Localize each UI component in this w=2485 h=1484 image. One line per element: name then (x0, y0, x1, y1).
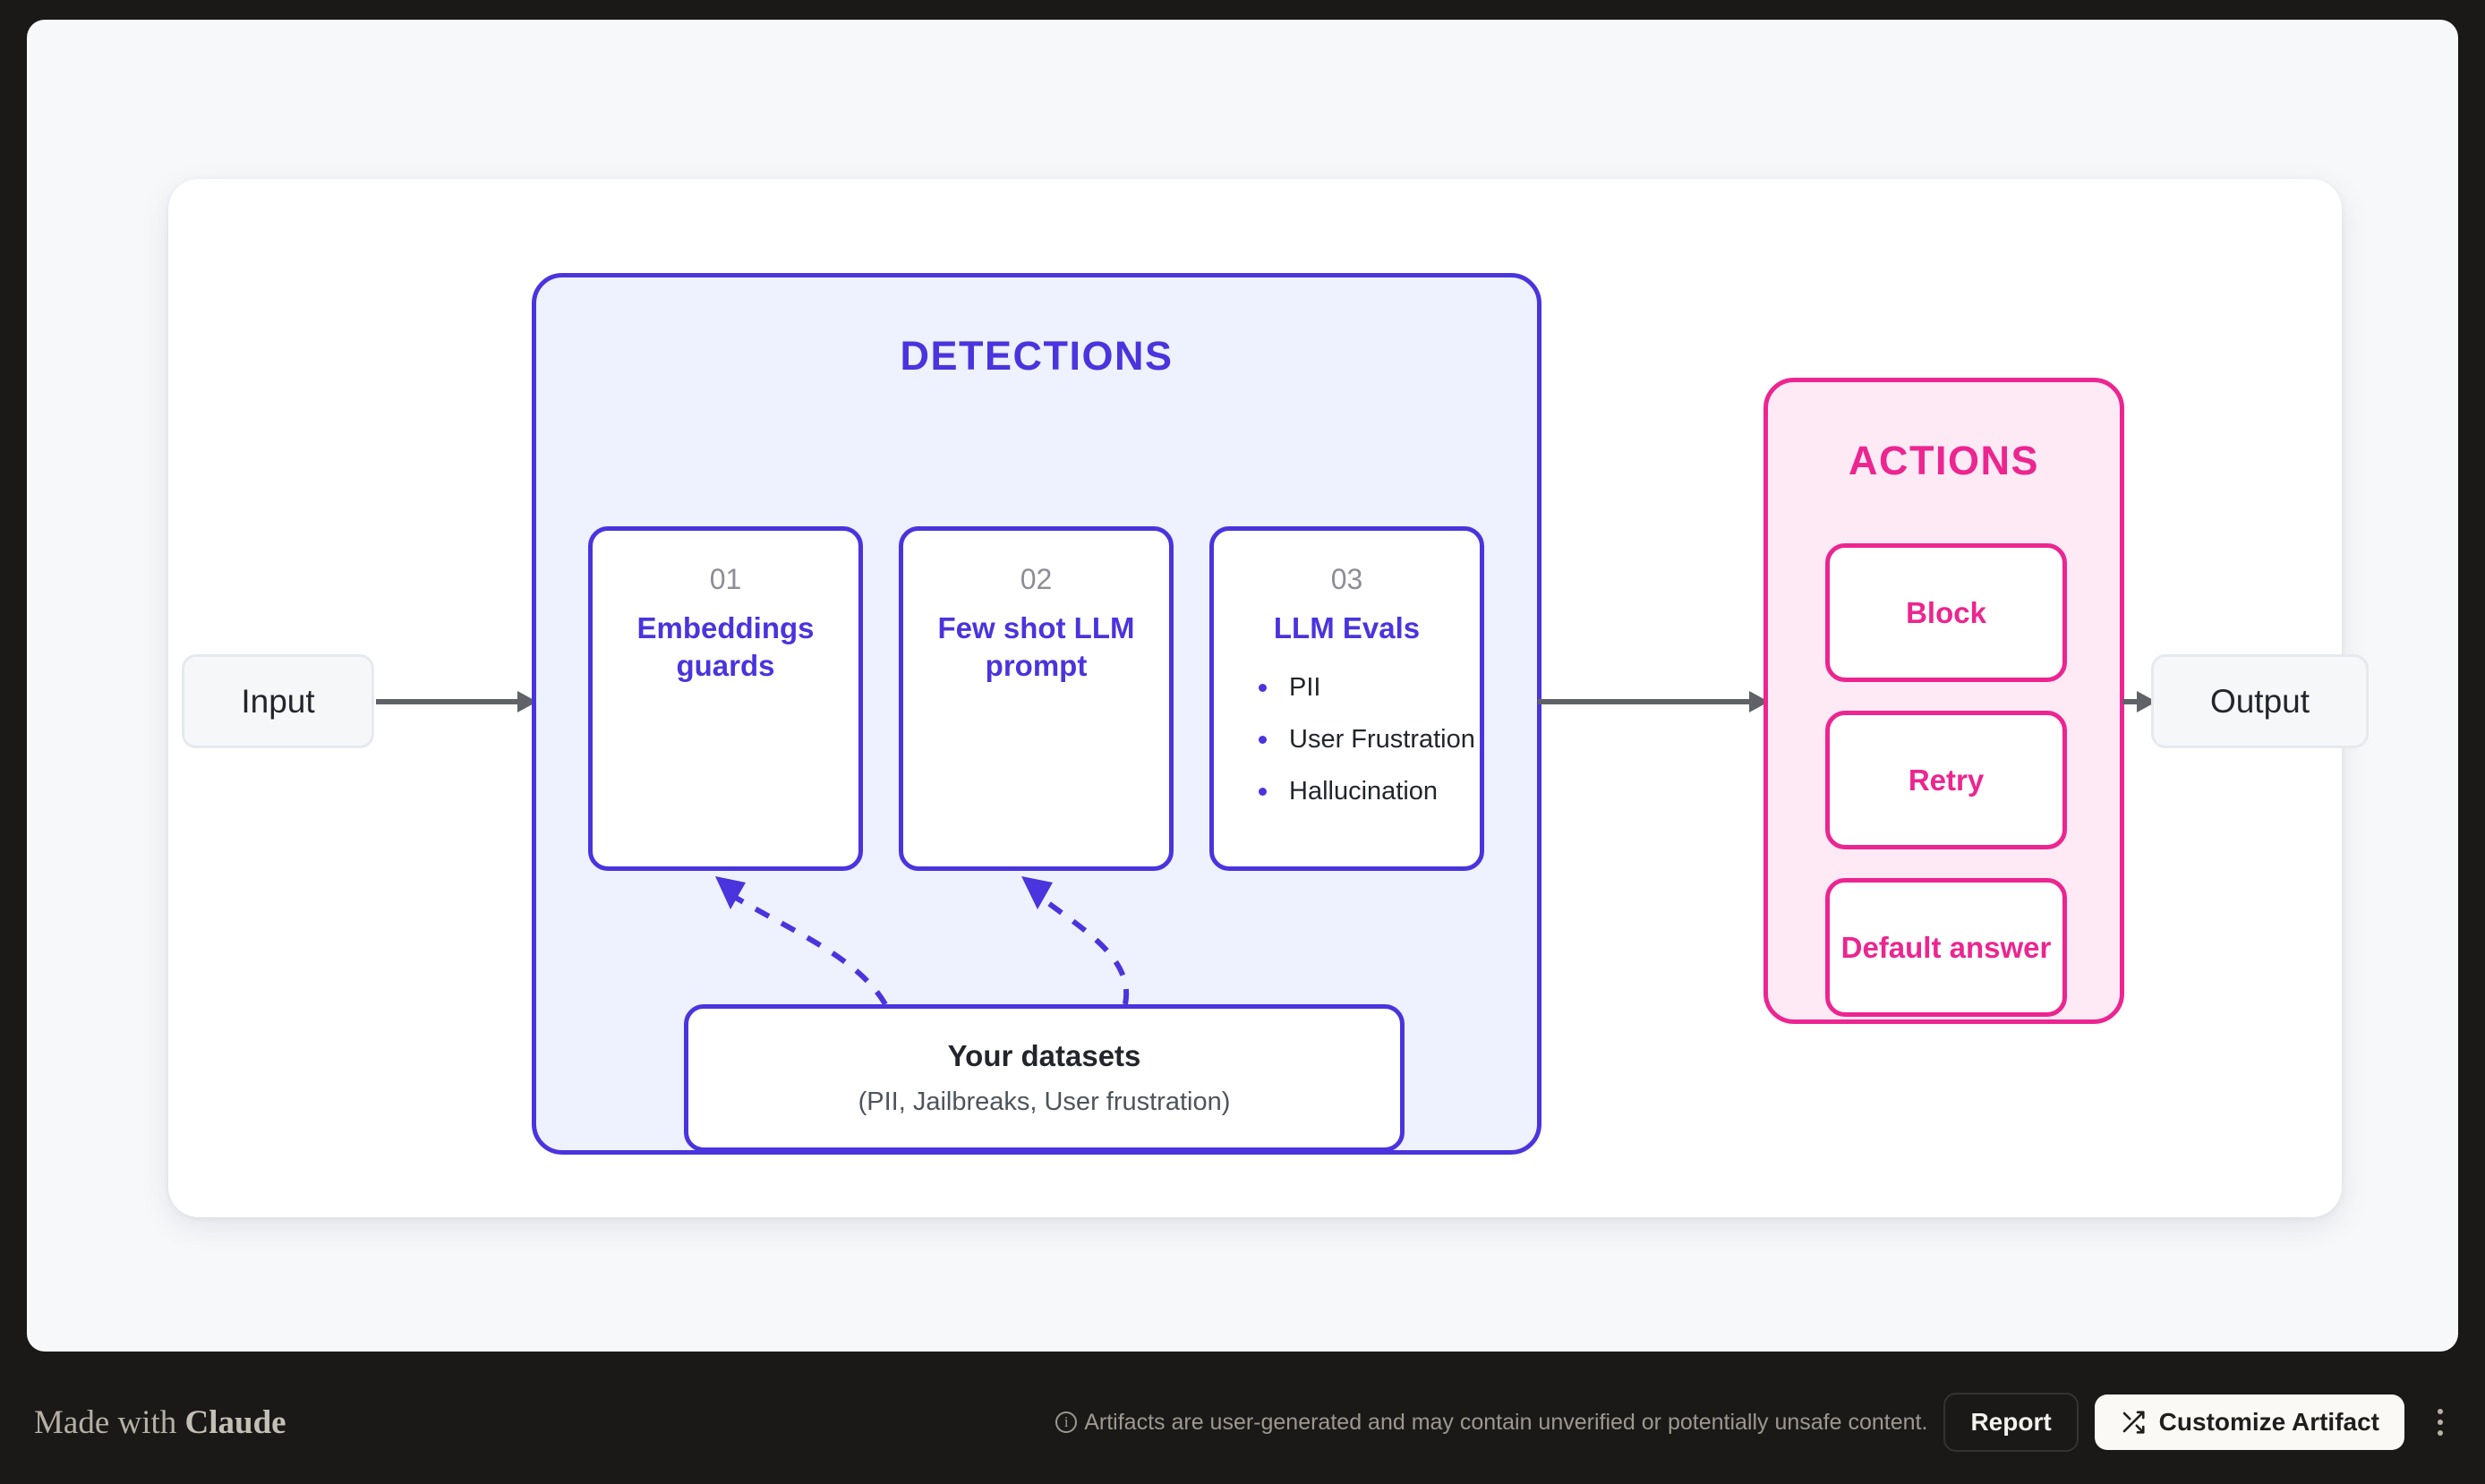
list-item: PII (1253, 670, 1480, 704)
detection-card-bullet-list: PII User Frustration Hallucination (1214, 670, 1480, 809)
claude-brand-name: Claude (184, 1403, 286, 1441)
your-datasets-box[interactable]: Your datasets (PII, Jailbreaks, User fru… (684, 1004, 1405, 1152)
detection-card-title: LLM Evals (1273, 611, 1421, 644)
made-with-prefix: Made with (34, 1403, 185, 1441)
more-options-button[interactable] (2421, 1394, 2460, 1451)
customize-artifact-button[interactable]: Customize Artifact (2094, 1394, 2404, 1450)
info-icon: i (1055, 1412, 1078, 1433)
arrow-actions-to-output (2122, 691, 2156, 712)
artifact-bottom-bar: Made with Claude i Artifacts are user-ge… (0, 1360, 2485, 1484)
arrow-input-to-detections (376, 691, 537, 712)
detection-card-number: 01 (709, 563, 742, 595)
arrow-detections-to-actions (1538, 691, 1769, 712)
detection-card-number: 02 (1020, 563, 1053, 595)
detection-card-02[interactable]: 02 Few shot LLM prompt (899, 526, 1174, 871)
your-datasets-title: Your datasets (947, 1039, 1141, 1072)
diagram-stage: Input DETECTIONS (168, 179, 2369, 1217)
action-card-label: Default answer (1840, 930, 2052, 964)
diagram-card: Input DETECTIONS (168, 179, 2369, 1217)
list-item: Hallucination (1253, 774, 1480, 808)
artifact-disclaimer: i Artifacts are user-generated and may c… (1055, 1410, 1927, 1436)
detection-card-01[interactable]: 01 Embeddings guards (588, 526, 863, 871)
detections-title: DETECTIONS (900, 333, 1174, 379)
your-datasets-subtitle: (PII, Jailbreaks, User frustration) (858, 1087, 1231, 1116)
input-node: Input (182, 654, 374, 748)
action-card-default-answer[interactable]: Default answer (1825, 878, 2067, 1017)
actions-title: ACTIONS (1849, 438, 2039, 483)
action-card-block[interactable]: Block (1825, 543, 2067, 682)
detections-panel: DETECTIONS 01 Embeddings guards (532, 273, 1541, 1155)
action-card-label: Block (1906, 595, 1986, 629)
detection-card-title: Few shot LLM prompt (937, 611, 1135, 682)
dot (2438, 1430, 2443, 1436)
detection-card-title: Embeddings guards (636, 611, 815, 682)
output-node-label: Output (2209, 682, 2310, 720)
artifact-disclaimer-text: Artifacts are user-generated and may con… (1084, 1409, 1928, 1435)
action-card-retry[interactable]: Retry (1825, 711, 2067, 849)
artifact-viewport: Input DETECTIONS (27, 20, 2458, 1352)
shuffle-icon (2122, 1411, 2145, 1434)
output-node: Output (2151, 654, 2369, 748)
customize-artifact-label: Customize Artifact (2158, 1408, 2379, 1436)
dot (2438, 1409, 2443, 1414)
input-node-label: Input (241, 682, 315, 720)
made-with-claude-label: Made with Claude (34, 1403, 286, 1442)
bottom-bar-actions: i Artifacts are user-generated and may c… (1055, 1393, 2460, 1452)
list-item: User Frustration (1253, 722, 1480, 756)
actions-panel: ACTIONS Block Retry Default answer (1763, 378, 2124, 1024)
action-card-label: Retry (1908, 763, 1985, 797)
detection-card-number: 03 (1330, 563, 1363, 595)
report-button[interactable]: Report (1943, 1393, 2079, 1452)
dot (2438, 1420, 2443, 1425)
detection-card-03[interactable]: 03 LLM Evals PII User Frustration Halluc… (1209, 526, 1484, 871)
